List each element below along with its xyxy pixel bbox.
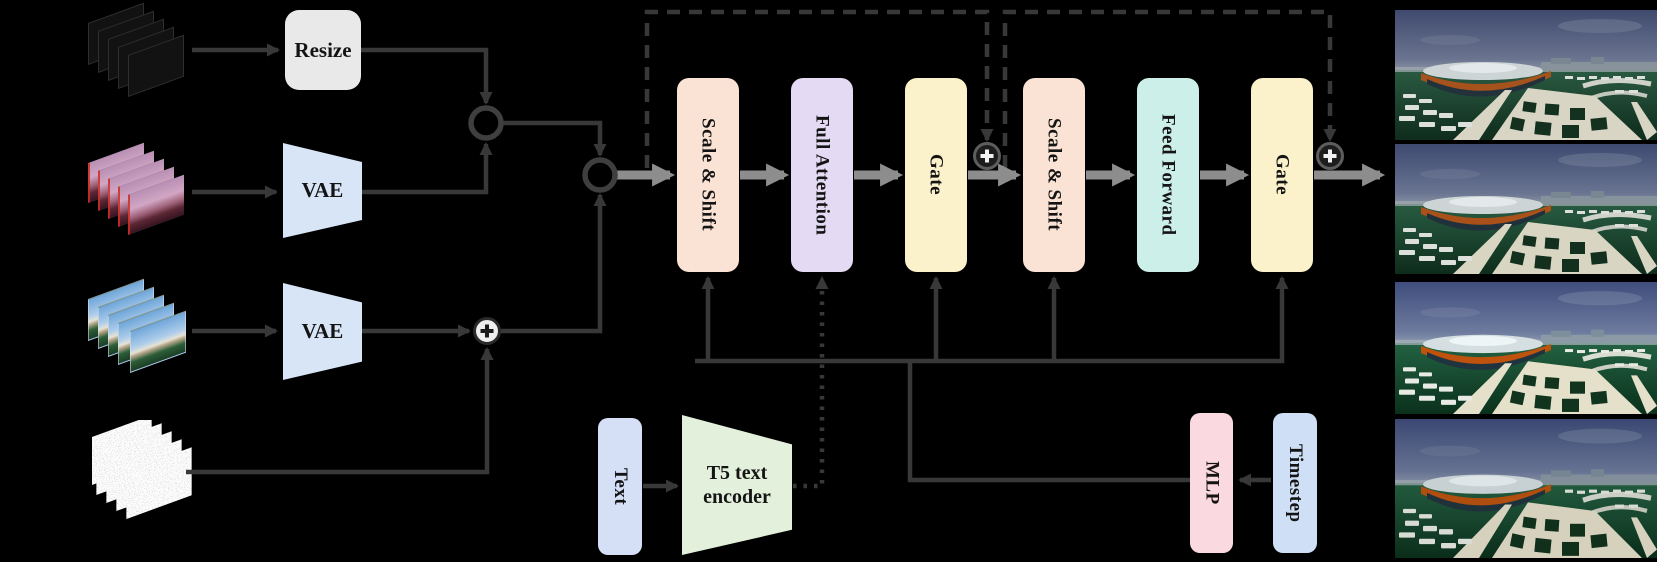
- t5-encoder-label: T5 text encoder: [703, 462, 771, 508]
- dashed-skip-wires: [644, 9, 1337, 168]
- block-label: Scale & Shift: [1043, 118, 1065, 232]
- block-gate-2: Gate: [1251, 78, 1313, 272]
- input-noise-frames-stack: [92, 421, 186, 513]
- timestep-label: Timestep: [1285, 443, 1306, 523]
- vae-top-label: VAE: [301, 178, 344, 202]
- block-feed-forward: Feed Forward: [1137, 78, 1199, 272]
- block-scale-shift-2: Scale & Shift: [1023, 78, 1085, 272]
- text-input-node: Text: [598, 418, 642, 555]
- add-operator-icon: [973, 142, 1344, 170]
- block-label: Full Attention: [811, 114, 833, 236]
- output-panorama-2: [1395, 144, 1657, 274]
- block-gate-1: Gate: [905, 78, 967, 272]
- block-label: Scale & Shift: [697, 118, 719, 232]
- block-label: Gate: [1271, 154, 1293, 196]
- block-label: Gate: [925, 154, 947, 196]
- block-label: Feed Forward: [1157, 114, 1179, 236]
- text-input-label: Text: [610, 467, 631, 506]
- block-scale-shift-1: Scale & Shift: [677, 78, 739, 272]
- output-panorama-3: [1395, 282, 1657, 414]
- resize-label: Resize: [294, 37, 352, 62]
- concat-operator-icon: [468, 105, 618, 193]
- vae-bottom-label: VAE: [301, 319, 344, 343]
- block-full-attention: Full Attention: [791, 78, 853, 272]
- dotted-text-wire: [793, 276, 829, 489]
- timestep-node: Timestep: [1273, 413, 1317, 553]
- add-operator-icon: [473, 317, 501, 345]
- output-panorama-1: [1395, 10, 1657, 140]
- resize-node: Resize: [285, 10, 361, 90]
- noise-frame-icon: [132, 453, 186, 513]
- dark-solid-wires: [186, 43, 1289, 493]
- mlp-node: MLP: [1190, 413, 1233, 553]
- output-panorama-4: [1395, 419, 1657, 558]
- mlp-label: MLP: [1201, 461, 1223, 505]
